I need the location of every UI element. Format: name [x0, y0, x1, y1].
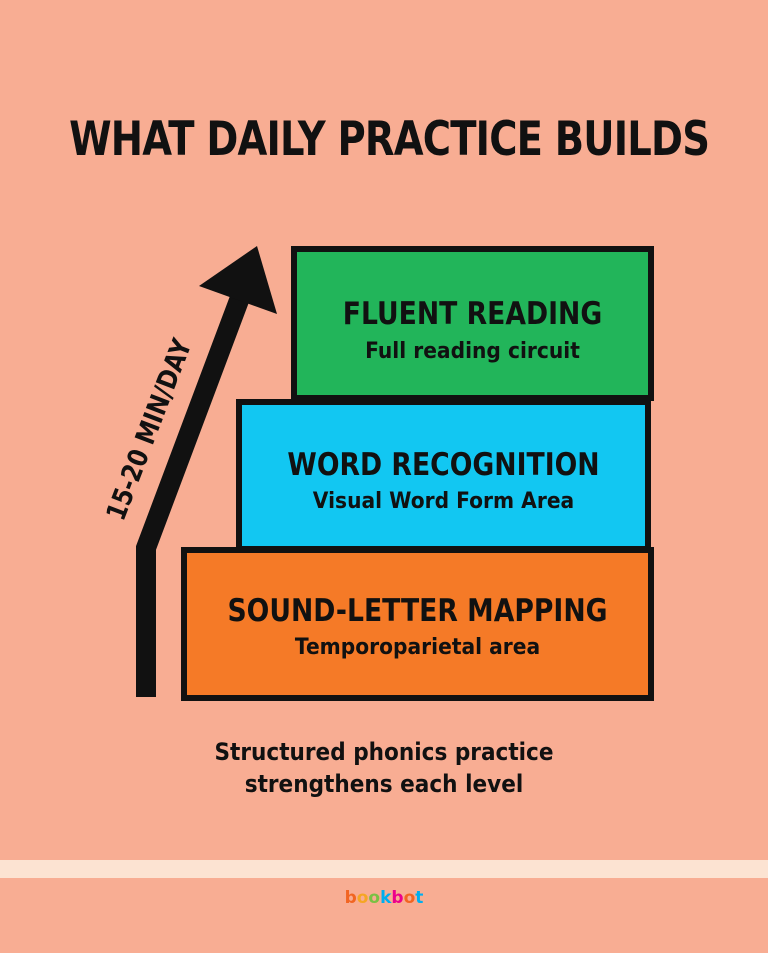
- step-word-recognition: WORD RECOGNITION Visual Word Form Area: [236, 399, 651, 552]
- page-title: WHAT DAILY PRACTICE BUILDS: [69, 112, 710, 167]
- step-title: FLUENT READING: [342, 296, 603, 332]
- step-sound-letter-mapping: SOUND-LETTER MAPPING Temporoparietal are…: [181, 547, 654, 701]
- step-description: Visual Word Form Area: [312, 489, 575, 514]
- caption-line: Structured phonics practice: [214, 738, 554, 766]
- bookbot-logo: bookbot: [344, 888, 424, 908]
- step-description: Full reading circuit: [365, 339, 580, 364]
- footer-divider: [0, 860, 768, 878]
- step-description: Temporoparietal area: [294, 635, 541, 660]
- step-title: WORD RECOGNITION: [287, 447, 600, 483]
- caption-line: strengthens each level: [244, 770, 524, 798]
- caption: Structured phonics practice strengthens …: [38, 736, 729, 800]
- step-title: SOUND-LETTER MAPPING: [227, 593, 608, 629]
- step-fluent-reading: FLUENT READING Full reading circuit: [291, 246, 654, 401]
